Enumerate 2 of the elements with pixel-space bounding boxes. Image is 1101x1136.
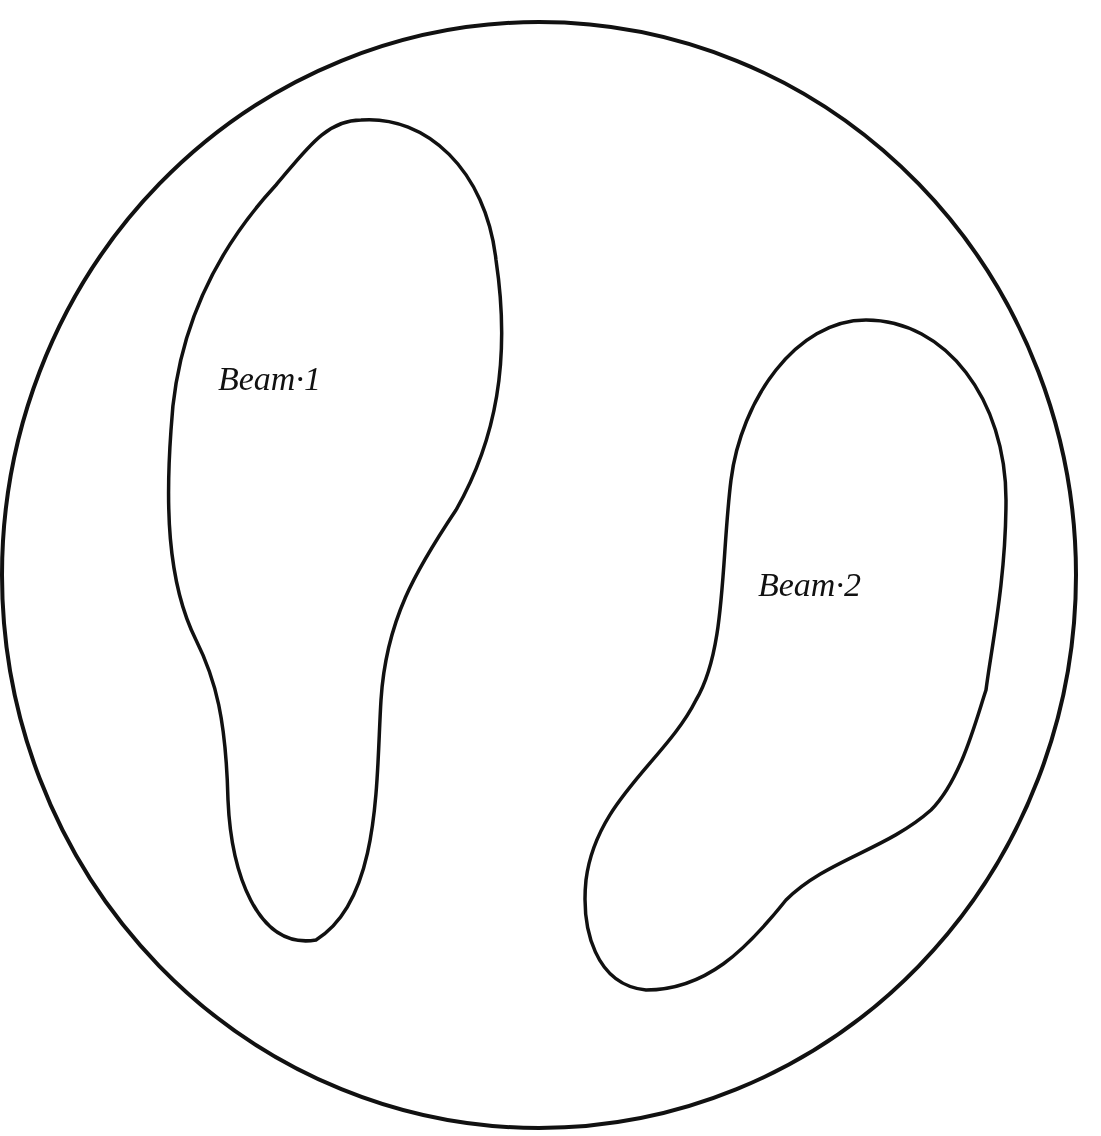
beam-label: Beam·1 bbox=[218, 360, 321, 398]
beam-label: Beam·2 bbox=[758, 566, 861, 604]
